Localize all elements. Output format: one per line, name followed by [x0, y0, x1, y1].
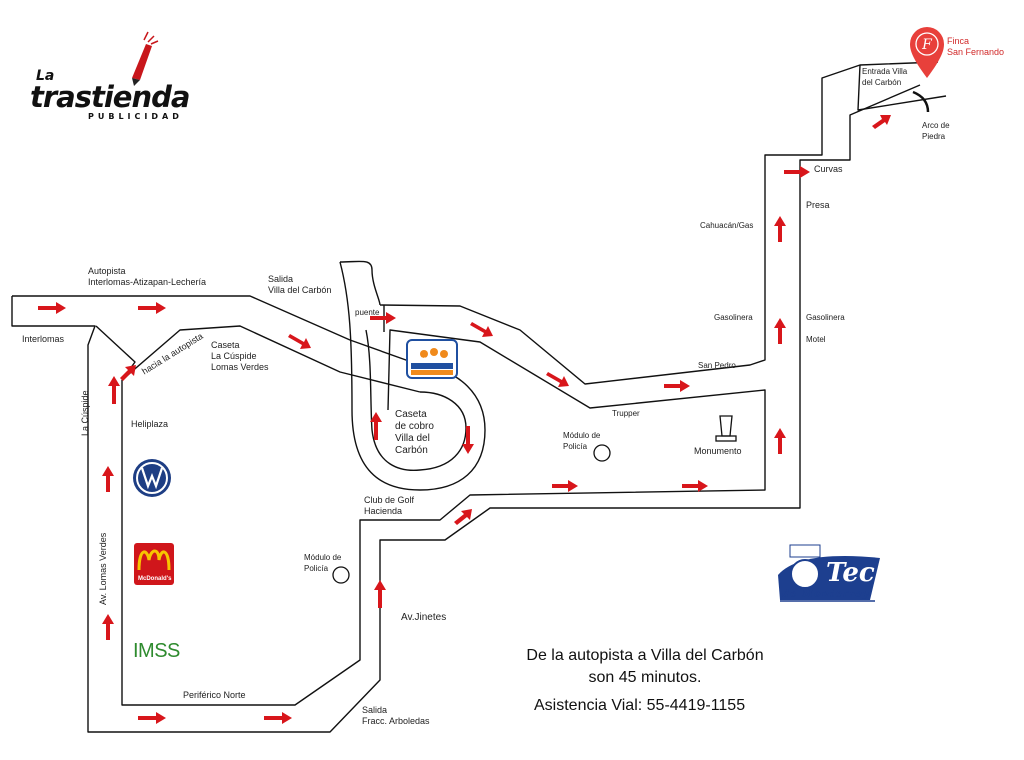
upper-right-road [379, 61, 939, 385]
label-periferico: Periférico Norte [183, 690, 246, 700]
footer-line2: son 45 minutos. [588, 669, 702, 686]
arrow-2 [138, 302, 166, 314]
autopista-road-inner [121, 329, 766, 706]
label-av-lomas-verdes: Av. Lomas Verdes [98, 532, 108, 605]
label-caseta-cuspide: Caseta La Cúspide Lomas Verdes [211, 340, 269, 372]
destination-label: Finca San Fernando [947, 36, 1005, 57]
label-heliplaza: Heliplaza [131, 419, 169, 429]
vw-logo [133, 459, 171, 497]
label-modulo-policia-1: Módulo de Policía [563, 431, 601, 451]
logo-line2: trastienda [30, 80, 190, 114]
label-entrada-villa: Entrada Villa del Carbón [862, 67, 908, 87]
arrow-10 [454, 509, 472, 525]
loop-left [339, 261, 486, 491]
label-interlomas: Interlomas [22, 334, 65, 344]
imss-logo-text: IMSS [133, 640, 180, 662]
logo-line1: La [36, 68, 55, 84]
label-monumento: Monumento [694, 446, 742, 456]
autopista-road-top-outer [12, 295, 421, 366]
loop-inner [365, 329, 467, 472]
arrow-20 [774, 428, 786, 454]
logo-line3: PUBLICIDAD [88, 112, 183, 121]
arrow-15 [370, 412, 382, 440]
label-gasolinera-1: Gasolinera [714, 313, 753, 322]
arrow-18 [138, 712, 166, 724]
label-salida-villa: Salida Villa del Carbón [268, 274, 332, 295]
arrow-22 [774, 216, 786, 242]
label-la-cuspide: La Cúspide [80, 390, 90, 436]
la-trastienda-logo: La trastienda PUBLICIDAD [30, 68, 190, 121]
autopista-road-top [11, 84, 921, 733]
label-club-golf: Club de Golf Hacienda [364, 495, 415, 516]
asistencia-vial: Asistencia Vial: 55-4419-1155 [534, 697, 746, 714]
tec-sub: de Monterrey [782, 589, 870, 600]
arco-piedra-icon [912, 90, 930, 113]
label-puente: puente [355, 308, 380, 317]
loop-outer [339, 260, 381, 306]
arrow-12 [102, 614, 114, 640]
mcdonalds-text: McDonald's [138, 576, 172, 582]
arrow-3 [288, 334, 311, 349]
arrow-13 [108, 376, 120, 404]
label-san-pedro: San Pedro [698, 361, 736, 370]
arrow-5 [470, 322, 493, 337]
chedraui-logo [406, 339, 458, 379]
arrow-8 [552, 480, 578, 492]
chedraui-text: CHEDRAUI [411, 358, 443, 364]
label-trupper: Trupper [612, 409, 640, 418]
label-salida-arboledas: Salida Fracc. Arboledas [362, 705, 430, 726]
mcdonalds-logo [134, 543, 174, 585]
arrow-14 [120, 365, 136, 381]
finca-pin-icon: F [910, 27, 944, 78]
arrow-6 [546, 372, 569, 387]
arrow-7 [664, 380, 690, 392]
direction-arrows [38, 115, 891, 724]
arrow-16 [462, 426, 474, 454]
label-autopista: Autopista Interlomas-Atizapan-Lechería [88, 266, 207, 287]
footer-line1: De la autopista a Villa del Carbón [526, 647, 764, 664]
autopista-inner-left [121, 325, 421, 393]
arrow-21 [774, 318, 786, 344]
arrow-4 [370, 312, 396, 324]
pencil-logo-icon [132, 31, 159, 86]
pin-letter: F [921, 37, 933, 53]
arrow-24 [872, 115, 891, 129]
monumento-icon [715, 415, 737, 442]
label-curvas: Curvas [814, 164, 843, 174]
label-caseta-cobro: Caseta de cobro Villa del Carbón [395, 409, 434, 456]
label-av-jinetes: Av.Jinetes [401, 612, 447, 623]
label-cahuacan: Cahuacán/Gas [700, 221, 754, 230]
arrow-23 [784, 166, 810, 178]
arrow-19 [264, 712, 292, 724]
label-arco-piedra: Arco de Piedra [922, 121, 950, 141]
arrow-11 [102, 466, 114, 492]
label-modulo-policia-2: Módulo de Policía [304, 553, 342, 573]
label-gasolinera-2: Gasolinera [806, 313, 845, 322]
label-presa: Presa [806, 200, 830, 210]
label-motel: Motel [806, 335, 826, 344]
tec-word: Tec [826, 558, 875, 588]
tec-logo [778, 544, 880, 602]
arrow-1 [38, 302, 66, 314]
right-vertical [857, 64, 947, 111]
arrow-9 [682, 480, 708, 492]
modulo-policia-icon-2 [332, 566, 350, 584]
arrow-17 [374, 580, 386, 608]
modulo-policia-icon-1 [593, 444, 611, 462]
footer-text: De la autopista a Villa del Carbón son 4… [500, 645, 790, 689]
